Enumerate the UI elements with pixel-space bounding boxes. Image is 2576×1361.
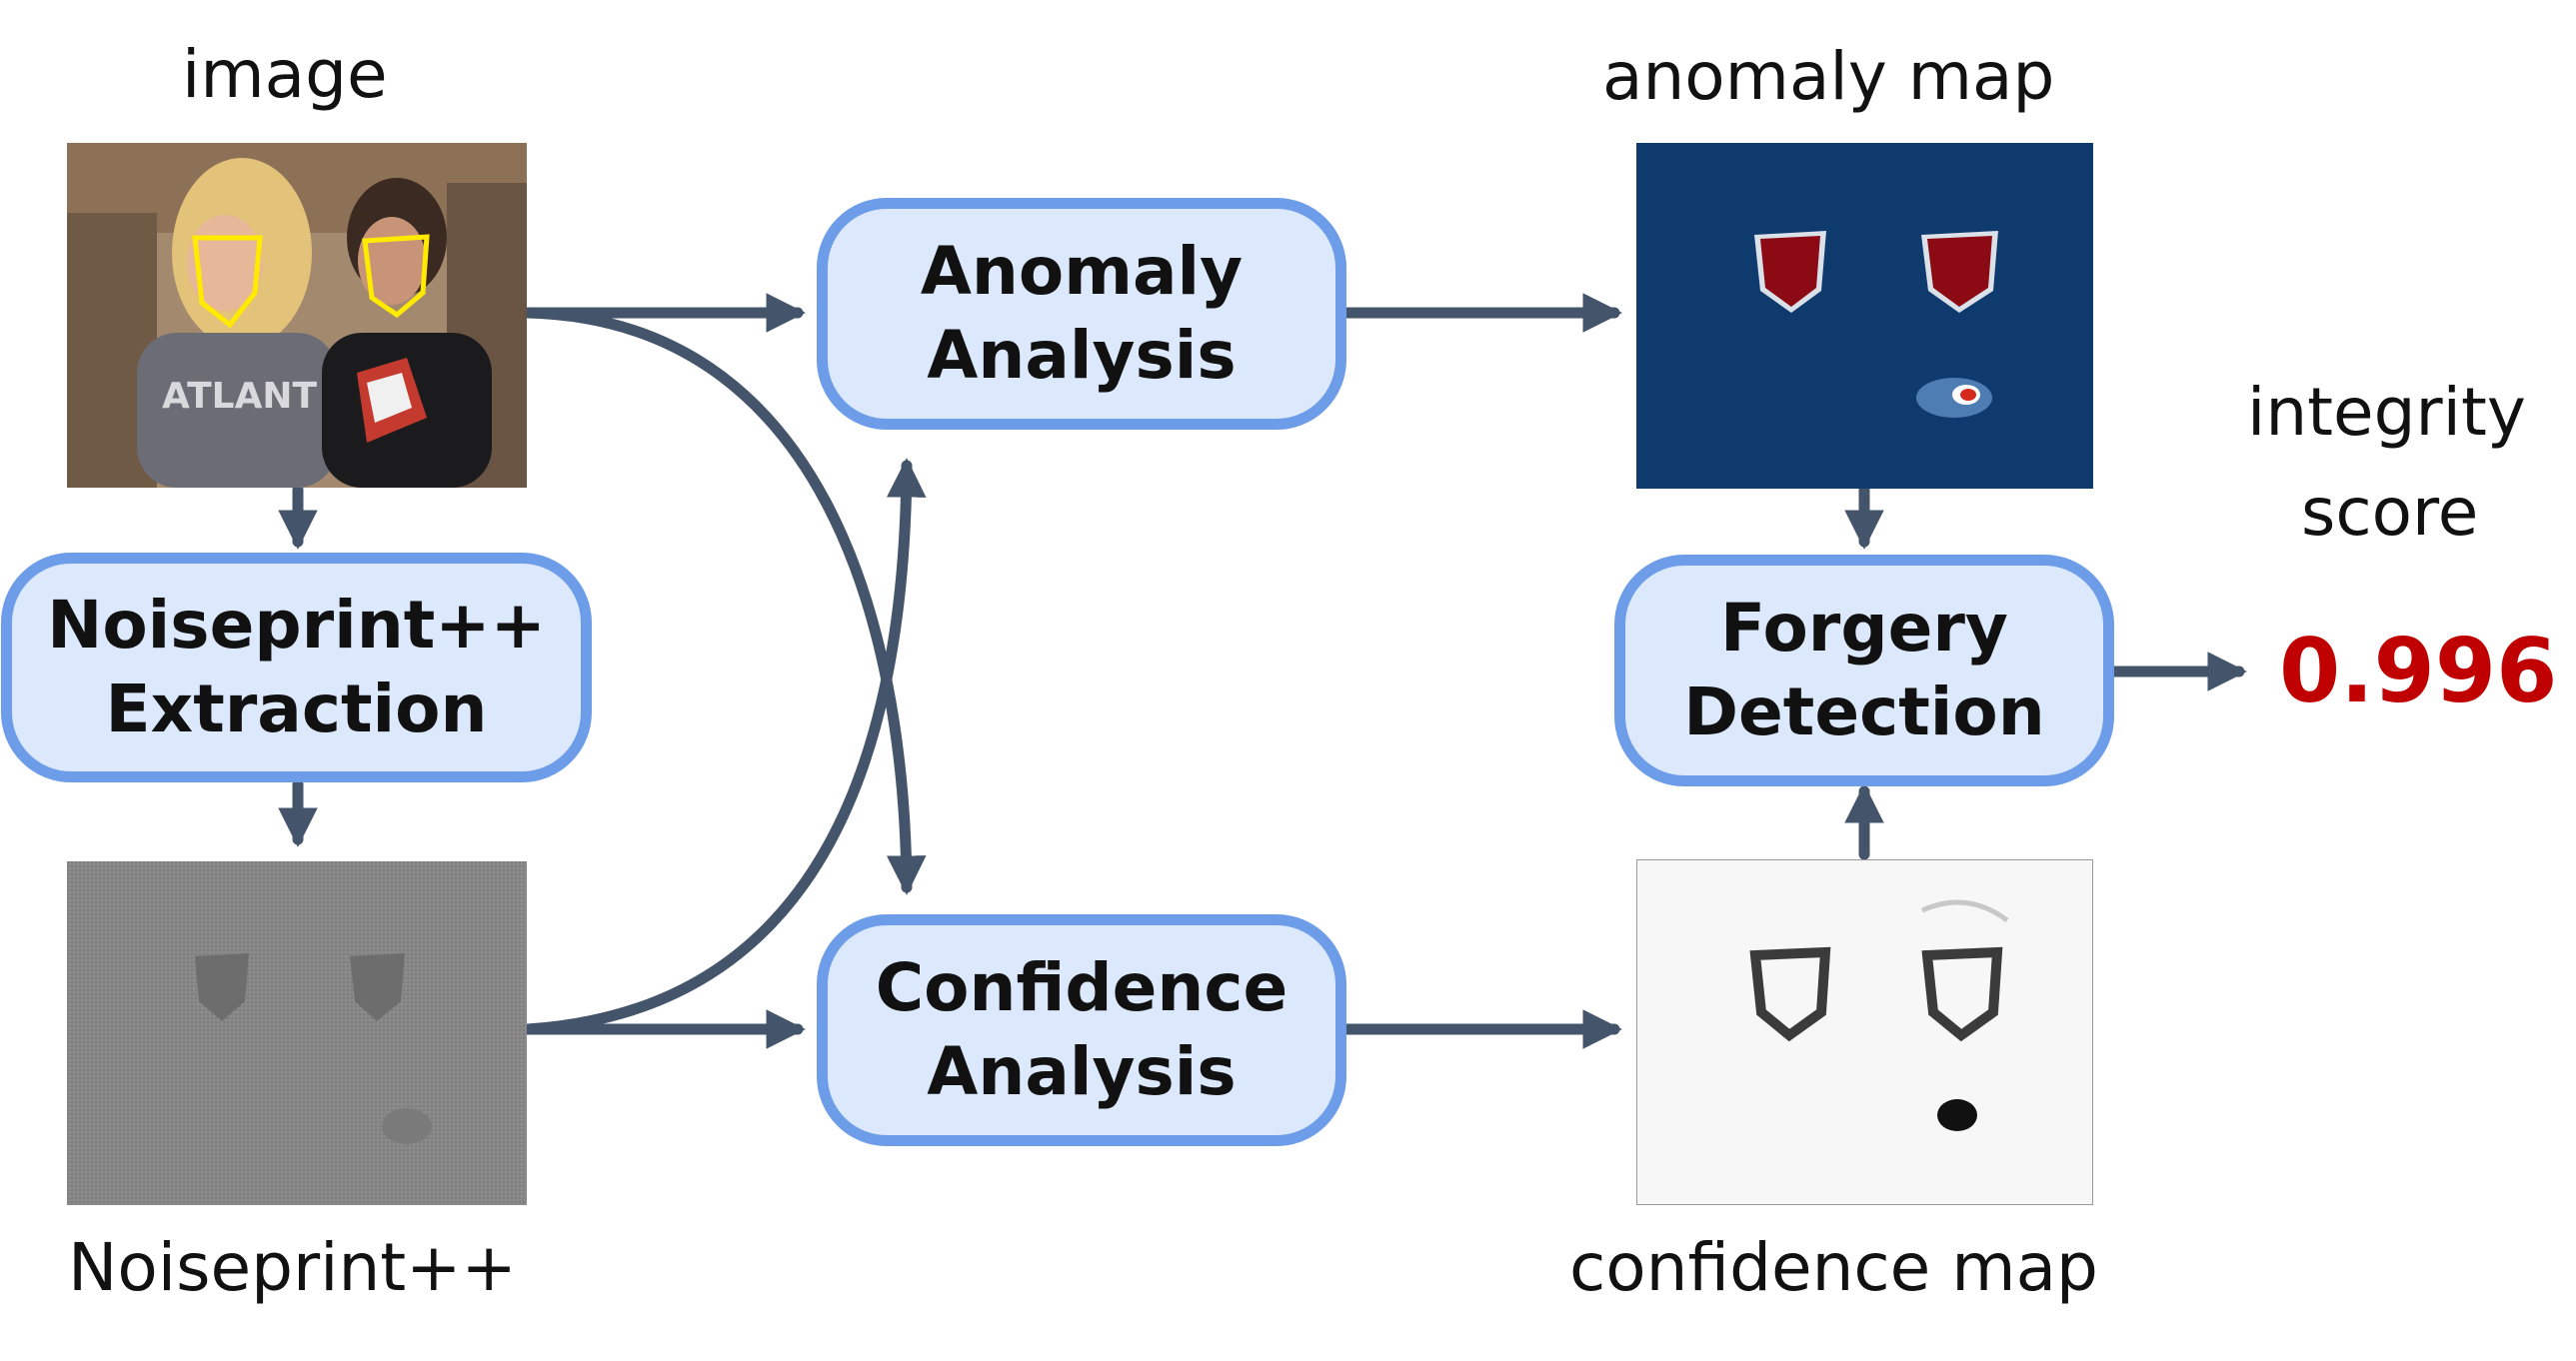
noiseprint-extraction-line1: Noiseprint++ — [47, 587, 546, 665]
anomaly-map-image — [1636, 143, 2093, 489]
confidence-map-image — [1636, 859, 2093, 1205]
arrow-image-to-confidence-analysis — [522, 307, 927, 895]
confidence-analysis-line1: Confidence — [875, 949, 1288, 1027]
noiseprint-extraction-line2: Extraction — [105, 671, 488, 747]
noiseprint-extraction-box: Noiseprint++ Extraction — [1, 553, 592, 782]
forgery-detection-line2: Detection — [1683, 674, 2045, 750]
image-label: image — [182, 36, 388, 113]
anomaly-map-label: anomaly map — [1602, 38, 2055, 115]
forgery-detection-box: Forgery Detection — [1614, 555, 2114, 786]
svg-text:ATLANT: ATLANT — [162, 376, 318, 417]
anomaly-analysis-line2: Analysis — [927, 317, 1237, 394]
confidence-analysis-line2: Analysis — [927, 1033, 1237, 1110]
integrity-score-label-line1: integrity — [2247, 374, 2526, 451]
forgery-detection-line1: Forgery — [1720, 590, 2008, 668]
integrity-score-value: 0.996 — [2279, 620, 2558, 722]
integrity-score-label-line2: score — [2301, 474, 2479, 551]
anomaly-analysis-box: Anomaly Analysis — [817, 198, 1346, 430]
confidence-map-label: confidence map — [1569, 1229, 2098, 1306]
confidence-analysis-box: Confidence Analysis — [817, 914, 1346, 1146]
arrow-noiseprint-to-anomaly-analysis — [522, 458, 927, 1035]
noiseprint-label: Noiseprint++ — [68, 1229, 517, 1306]
input-image: ATLANT — [67, 143, 527, 488]
anomaly-analysis-line1: Anomaly — [920, 233, 1244, 311]
noiseprint-image — [67, 861, 527, 1205]
